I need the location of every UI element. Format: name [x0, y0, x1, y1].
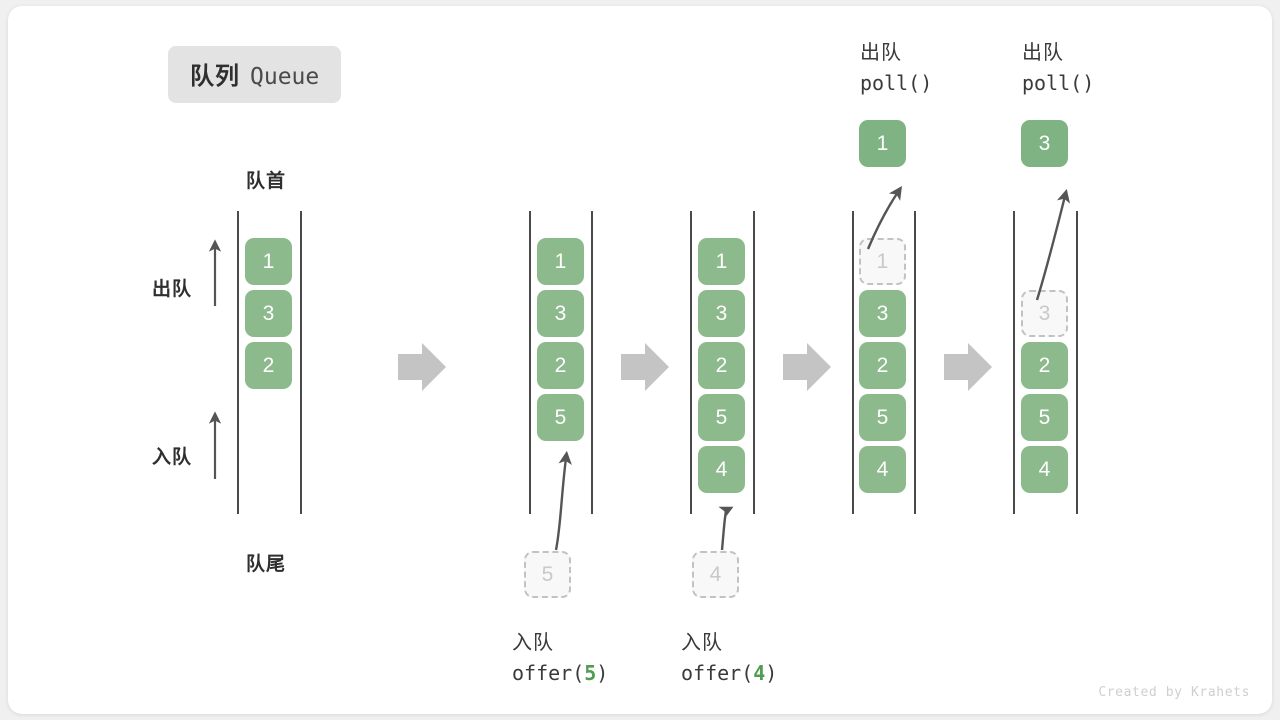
label-enqueue-side: 入队	[152, 447, 193, 468]
queue-element: 3	[537, 290, 584, 337]
op-label-offer-1-cn: 入队	[512, 632, 554, 654]
op-label-poll-2-cn: 出队	[1022, 42, 1064, 64]
flow-arrow	[944, 343, 992, 391]
enqueue-motion-arrow	[718, 506, 734, 551]
queue-element: 2	[537, 342, 584, 389]
rail-right-col-5	[1076, 211, 1078, 514]
rail-left-col-4	[852, 211, 854, 514]
queue-element: 1	[537, 238, 584, 285]
op-offer-1-num: 5	[584, 661, 597, 685]
label-dequeue-side: 出队	[152, 279, 193, 300]
op-label-poll-2: 出队 poll()	[1022, 36, 1094, 95]
op-label-offer-1: 入队 offer(5)	[512, 626, 608, 685]
dequeue-motion-arrow	[1035, 189, 1071, 301]
op-poll-2-suffix: )	[1082, 71, 1095, 95]
label-queue-tail: 队尾	[246, 554, 287, 575]
rail-right-col-2	[591, 211, 593, 514]
rail-left-col-2	[529, 211, 531, 514]
label-queue-head: 队首	[246, 171, 287, 192]
op-poll-1-prefix: poll(	[860, 71, 921, 95]
queue-element: 4	[859, 446, 906, 493]
flow-arrow	[398, 343, 446, 391]
queue-element: 3	[245, 290, 292, 337]
queue-element: 4	[1021, 446, 1068, 493]
title-en: Queue	[250, 64, 320, 90]
rail-left-col-1	[237, 211, 239, 514]
enqueue-motion-arrow	[554, 450, 572, 551]
rail-right-col-3	[753, 211, 755, 514]
queue-element: 1	[245, 238, 292, 285]
rail-left-col-5	[1013, 211, 1015, 514]
queue-element: 5	[537, 394, 584, 441]
queue-element: 2	[245, 342, 292, 389]
op-label-offer-2-code: offer(4)	[681, 661, 777, 685]
queue-element: 1	[698, 238, 745, 285]
rail-right-col-4	[914, 211, 916, 514]
ejected-element: 3	[1021, 120, 1068, 167]
queue-element: 2	[1021, 342, 1068, 389]
queue-element: 2	[698, 342, 745, 389]
op-offer-2-prefix: offer(	[681, 661, 754, 685]
op-label-offer-2: 入队 offer(4)	[681, 626, 777, 685]
op-label-poll-1-cn: 出队	[860, 42, 902, 64]
op-offer-2-num: 4	[753, 661, 766, 685]
diagram-title-badge: 队列 Queue	[168, 46, 342, 103]
incoming-ghost-element: 5	[524, 551, 571, 598]
op-offer-2-suffix: )	[765, 661, 778, 685]
op-poll-1-suffix: )	[920, 71, 933, 95]
flow-arrow	[783, 343, 831, 391]
rail-left-col-3	[690, 211, 692, 514]
op-label-poll-1: 出队 poll()	[860, 36, 932, 95]
queue-element: 4	[698, 446, 745, 493]
title-cn: 队列	[190, 63, 240, 90]
op-label-offer-2-cn: 入队	[681, 632, 723, 654]
watermark-credit: Created by Krahets	[1098, 685, 1250, 700]
outgoing-ghost-element: 1	[859, 238, 906, 285]
rail-right-col-1	[300, 211, 302, 514]
queue-element: 2	[859, 342, 906, 389]
queue-element: 3	[698, 290, 745, 337]
op-poll-2-prefix: poll(	[1022, 71, 1083, 95]
op-offer-1-prefix: offer(	[512, 661, 585, 685]
queue-element: 5	[859, 394, 906, 441]
ejected-element: 1	[859, 120, 906, 167]
outgoing-ghost-element: 3	[1021, 290, 1068, 337]
incoming-ghost-element: 4	[692, 551, 739, 598]
op-label-poll-1-code: poll()	[860, 71, 932, 95]
flow-arrow	[621, 343, 669, 391]
op-offer-1-suffix: )	[596, 661, 609, 685]
arrows-overlay	[208, 186, 1071, 551]
queue-element: 3	[859, 290, 906, 337]
queue-element: 5	[1021, 394, 1068, 441]
op-label-offer-1-code: offer(5)	[512, 661, 608, 685]
op-label-poll-2-code: poll()	[1022, 71, 1094, 95]
queue-element: 5	[698, 394, 745, 441]
